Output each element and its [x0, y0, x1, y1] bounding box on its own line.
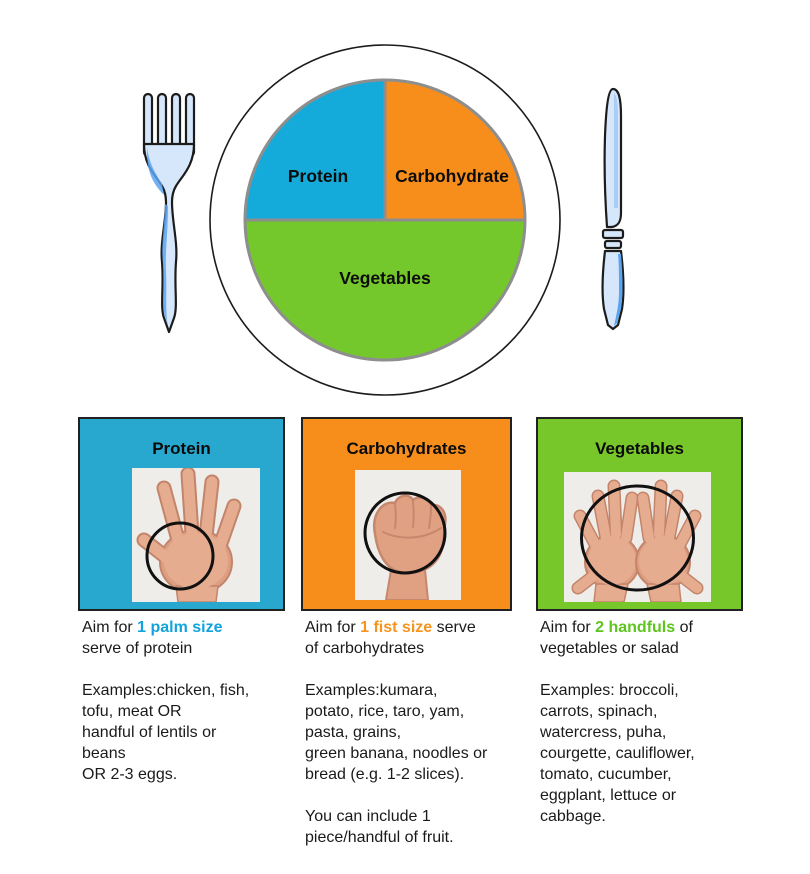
protein-slice-label: Protein — [288, 166, 348, 186]
vegetables-aim-line2: vegetables or salad — [540, 640, 679, 657]
vegetables-portion-column: Vegetables — [536, 417, 743, 848]
fist-hand-image — [355, 470, 461, 600]
carbohydrates-aim-line2: of carbohydrates — [305, 640, 425, 657]
protein-aim-line2: serve of protein — [82, 640, 193, 657]
open-palm-hand-image — [132, 468, 260, 602]
carbohydrates-aim-accent: 1 fist size — [360, 619, 433, 636]
vegetables-slice-label: Vegetables — [339, 268, 431, 288]
protein-aim-line: Aim for 1 palm size — [82, 619, 223, 636]
handfuls-ellipse-annotation — [580, 484, 695, 592]
carbohydrates-portion-column: Carbohydrates Aim for 1 fist size — [301, 417, 512, 848]
protein-box-title: Protein — [152, 439, 211, 458]
protein-text: Aim for 1 palm size serve of protein Exa… — [78, 617, 285, 785]
knife-icon — [594, 86, 632, 332]
protein-slice — [243, 78, 387, 222]
vegetables-aim-accent: 2 handfuls — [595, 619, 676, 636]
vegetables-examples: Examples: broccoli, carrots, spinach, wa… — [540, 682, 695, 825]
vegetables-slice — [243, 218, 527, 362]
carbohydrate-slice — [383, 78, 527, 222]
protein-portion-column: Protein Aim for 1 palm size — [78, 417, 285, 806]
carbohydrates-examples: Examples:kumara, potato, rice, taro, yam… — [305, 682, 488, 783]
fist-size-circle-annotation — [363, 491, 447, 575]
palm-size-circle-annotation — [145, 521, 215, 591]
fork-icon — [140, 92, 198, 334]
carbohydrates-text: Aim for 1 fist size serve of carbohydrat… — [301, 617, 512, 848]
carbohydrates-box: Carbohydrates — [301, 417, 512, 611]
carbohydrates-box-title: Carbohydrates — [346, 439, 467, 458]
vegetables-box: Vegetables — [536, 417, 743, 611]
vegetables-text: Aim for 2 handfuls of vegetables or sala… — [536, 617, 743, 827]
carbohydrates-aim-line: Aim for 1 fist size serve — [305, 619, 476, 636]
two-open-hands-image — [564, 472, 711, 602]
protein-aim-accent: 1 palm size — [137, 619, 223, 636]
protein-box: Protein — [78, 417, 285, 611]
protein-examples: Examples:chicken, fish, tofu, meat OR ha… — [82, 682, 250, 783]
carbohydrate-slice-label: Carbohydrate — [395, 166, 509, 186]
vegetables-aim-line: Aim for 2 handfuls of — [540, 619, 693, 636]
carbohydrates-note: You can include 1 piece/handful of fruit… — [305, 808, 454, 846]
plate: Protein Carbohydrate Vegetables — [208, 43, 562, 397]
vegetables-box-title: Vegetables — [595, 439, 684, 458]
